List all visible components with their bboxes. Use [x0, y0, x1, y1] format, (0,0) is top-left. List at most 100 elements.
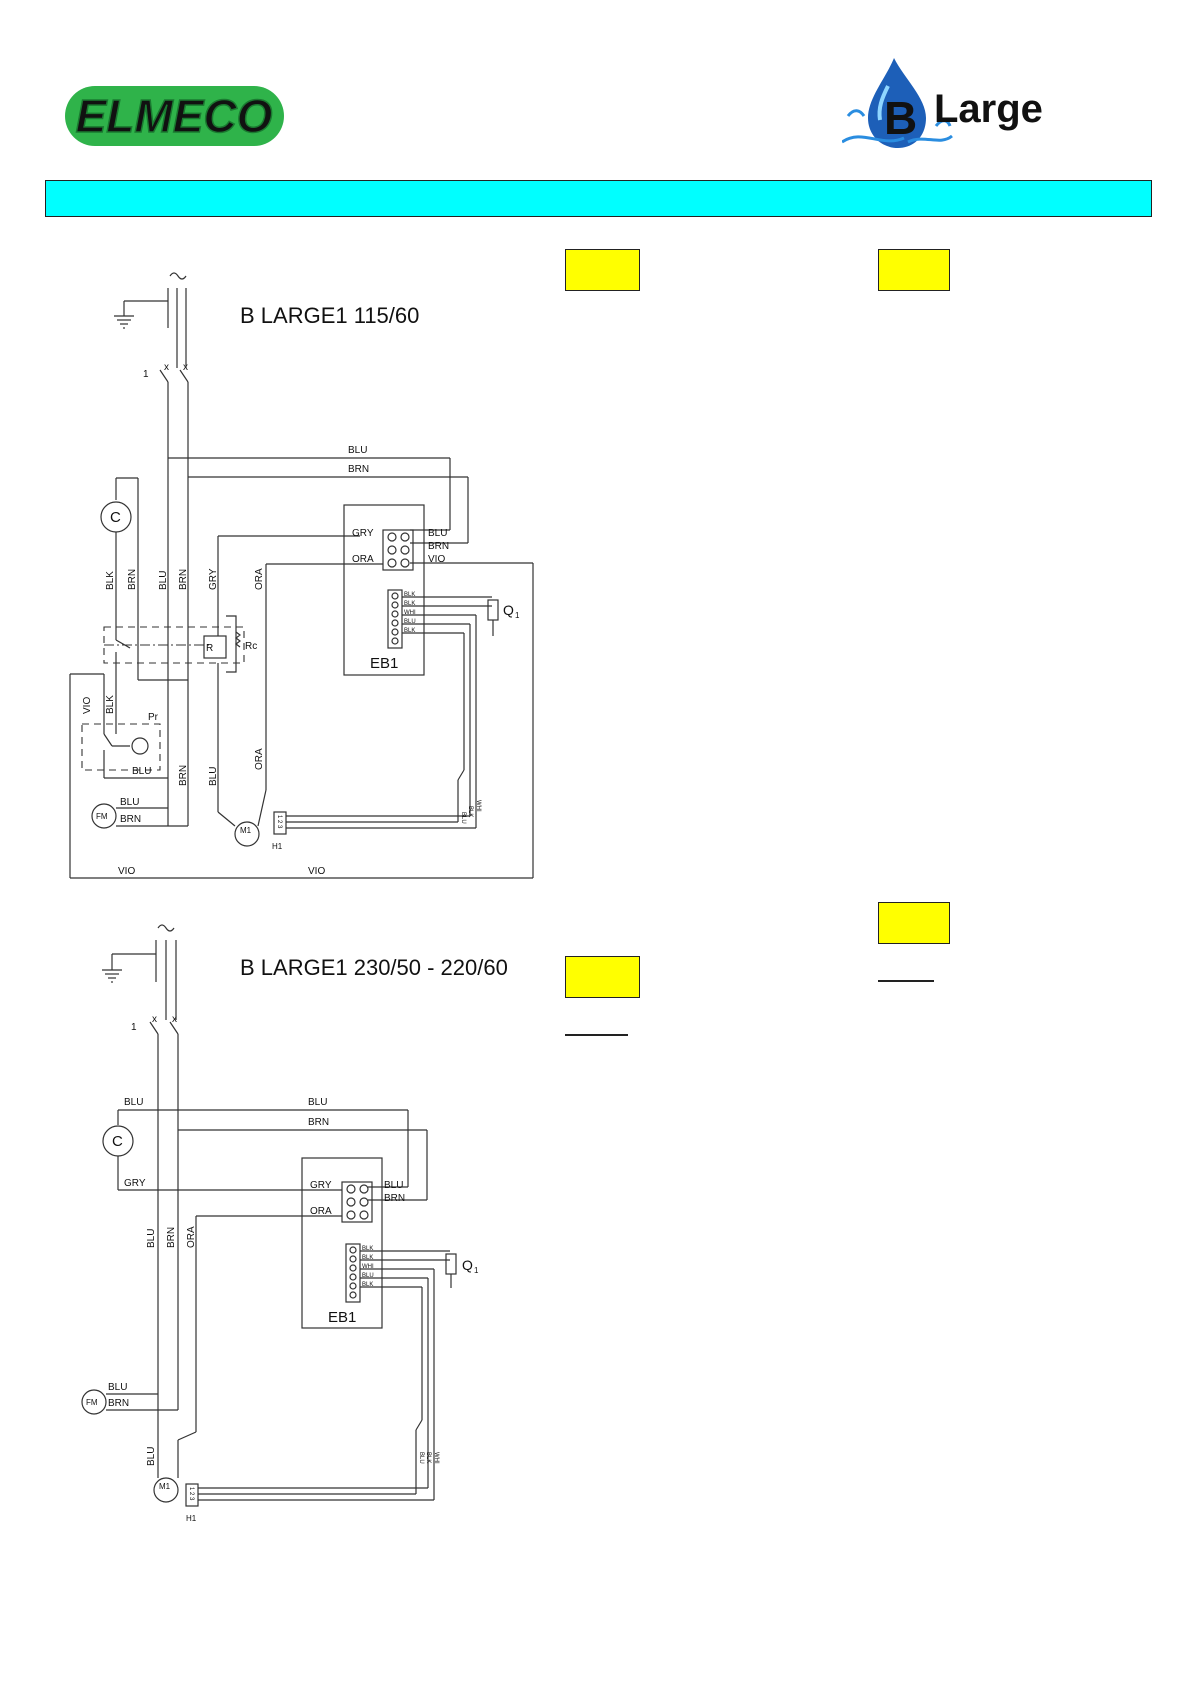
label-blk: BLK — [425, 1452, 431, 1463]
label-brn: BRN — [178, 569, 189, 590]
label-blu: BLU — [146, 1229, 157, 1248]
relay-r-label: R — [206, 643, 213, 654]
blarge-logo-text: Large — [934, 87, 1043, 131]
label-ora: ORA — [186, 1226, 197, 1248]
label-blu: BLU — [146, 1447, 157, 1466]
h1-pins: 1 2 3 — [276, 815, 282, 829]
label-blu: BLU — [108, 1382, 127, 1393]
blarge-logo: B Large — [841, 56, 1072, 152]
fan-motor-icon — [91, 803, 117, 829]
relay-r-icon — [203, 635, 227, 659]
rc-label: Rc — [245, 641, 257, 652]
h1-pins: 1 2 3 — [188, 1487, 194, 1501]
underline-2 — [565, 1034, 628, 1036]
label-gry: GRY — [124, 1178, 146, 1189]
label-blk: BLK — [362, 1246, 373, 1252]
label-ora: ORA — [352, 554, 374, 565]
header-banner — [45, 180, 1152, 217]
label-gry: GRY — [208, 568, 219, 590]
label-ora: ORA — [254, 568, 265, 590]
highlight-box-1 — [565, 249, 640, 291]
underline-1 — [878, 980, 934, 982]
label-blu: BLU — [158, 571, 169, 590]
label-blk: BLK — [362, 1255, 373, 1261]
label-blu: BLU — [404, 619, 416, 625]
label-blu: BLU — [362, 1273, 374, 1279]
pr-label: Pr — [148, 712, 159, 723]
fm-label: FM — [86, 1398, 98, 1407]
label-vio: VIO — [118, 866, 135, 877]
label-blu: BLU — [460, 812, 466, 824]
switch-label: 1 — [143, 369, 149, 380]
eb1-label: EB1 — [328, 1309, 356, 1326]
eb1-label: EB1 — [370, 655, 398, 672]
diagram2-title: B LARGE1 230/50 - 220/60 — [240, 955, 508, 980]
h1-connector — [273, 811, 287, 835]
label-blu: BLU — [124, 1097, 143, 1108]
label-brn: BRN — [428, 541, 449, 552]
capacitor-label: C — [110, 509, 121, 526]
m1-label: M1 — [240, 826, 252, 835]
blarge-logo-b: B — [884, 92, 917, 144]
switch-label: 1 — [131, 1022, 137, 1033]
svg-text:x: x — [164, 362, 169, 373]
capacitor-label: C — [112, 1133, 123, 1150]
label-brn: BRN — [384, 1193, 405, 1204]
label-brn: BRN — [120, 814, 141, 825]
label-whi: WHI — [362, 1264, 374, 1270]
label-whi: WHI — [475, 800, 481, 812]
label-vio: VIO — [428, 554, 445, 565]
pressure-switch-icon — [131, 737, 149, 755]
h1-label: H1 — [186, 1514, 197, 1523]
highlight-box-4 — [565, 956, 640, 998]
label-blk: BLK — [404, 628, 415, 634]
motor-m1-icon — [234, 821, 260, 847]
label-blk: BLK — [105, 695, 116, 714]
ac-symbol-icon — [157, 924, 175, 932]
elmeco-logo-text: ELMECO — [76, 90, 273, 142]
label-vio: VIO — [308, 866, 325, 877]
label-gry: GRY — [352, 528, 374, 539]
label-blu: BLU — [418, 1452, 424, 1464]
label-whi: WHI — [433, 1452, 439, 1464]
svg-text:x: x — [172, 1014, 177, 1025]
label-brn: BRN — [348, 464, 369, 475]
label-gry: GRY — [310, 1180, 332, 1191]
water-drop-icon — [868, 58, 926, 148]
label-brn: BRN — [108, 1398, 129, 1409]
highlight-box-2 — [878, 249, 950, 291]
label-blk: BLK — [404, 601, 415, 607]
m1-label: M1 — [159, 1482, 171, 1491]
label-blk: BLK — [404, 592, 415, 598]
ground-icon — [102, 969, 122, 983]
q1-subscript: 1 — [515, 611, 520, 620]
q1-subscript: 1 — [474, 1266, 479, 1275]
q1-label: Q — [462, 1257, 473, 1273]
label-blk: BLK — [467, 806, 473, 817]
label-ora: ORA — [254, 748, 265, 770]
label-blu: BLU — [348, 445, 367, 456]
highlight-box-3 — [878, 902, 950, 944]
q1-label: Q — [503, 602, 514, 618]
diagram1-title: B LARGE1 115/60 — [240, 303, 419, 328]
label-brn: BRN — [178, 765, 189, 786]
elmeco-logo: ELMECO — [62, 80, 287, 152]
label-ora: ORA — [310, 1206, 332, 1217]
eb1-board — [343, 504, 425, 676]
h1-connector — [185, 1483, 199, 1507]
label-whi: WHI — [404, 610, 416, 616]
label-blu: BLU — [120, 797, 139, 808]
label-blu: BLU — [208, 767, 219, 786]
label-blk: BLK — [105, 571, 116, 590]
motor-m1-icon — [153, 1477, 179, 1503]
label-blk: BLK — [362, 1282, 373, 1288]
ground-icon — [114, 315, 134, 329]
h1-label: H1 — [272, 842, 283, 851]
label-blu: BLU — [384, 1180, 403, 1191]
eb1-board — [301, 1157, 383, 1329]
label-blu: BLU — [308, 1097, 327, 1108]
ac-symbol-icon — [169, 272, 187, 280]
label-blu: BLU — [132, 766, 151, 777]
